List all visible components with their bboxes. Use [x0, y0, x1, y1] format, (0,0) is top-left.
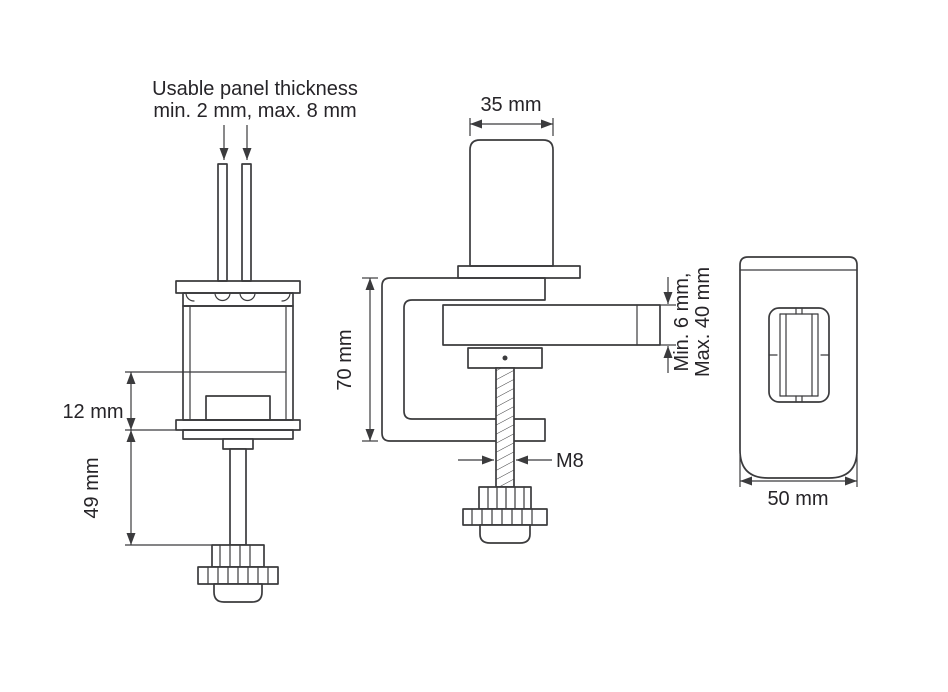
- front-view: Usable panel thickness min. 2 mm, max. 8…: [62, 78, 358, 603]
- dim-m8: M8: [458, 450, 584, 472]
- panel-jaws: [217, 163, 252, 282]
- side-view: 35 mm 70 mm: [334, 94, 714, 544]
- rear-body-outline: [739, 256, 858, 479]
- panel-thickness-label-line1: Usable panel thickness: [152, 78, 358, 100]
- upper-block: [469, 139, 554, 267]
- collar-center-dot: [502, 355, 508, 361]
- threaded-rod-front: [229, 448, 247, 546]
- dim-12mm-label: 12 mm: [62, 401, 123, 423]
- rear-view: 50 mm: [739, 256, 858, 510]
- clamped-panel: [442, 304, 661, 346]
- top-flange-plate: [457, 265, 581, 279]
- dim-grip-range: Min. 6 mm, Max. 40 mm: [660, 267, 714, 377]
- dim-35mm-label: 35 mm: [480, 94, 541, 116]
- clamp-head-front: [175, 280, 301, 307]
- dim-grip-label-line1: Min. 6 mm,: [671, 273, 693, 372]
- dim-35mm: 35 mm: [469, 94, 554, 136]
- clamp-body-front: [175, 305, 301, 440]
- screw-assembly-side: [467, 347, 543, 488]
- dim-70mm: 70 mm: [334, 277, 378, 442]
- knob-front: [197, 544, 279, 603]
- clamp-screw-front: [197, 438, 279, 603]
- dim-m8-label: M8: [556, 450, 584, 472]
- c-bracket: [381, 277, 546, 442]
- dim-grip-label-line2: Max. 40 mm: [692, 267, 714, 377]
- dim-70mm-label: 70 mm: [334, 329, 356, 390]
- dim-49mm: 49 mm: [81, 430, 212, 546]
- panel-thickness-label-line2: min. 2 mm, max. 8 mm: [153, 100, 356, 122]
- dim-50mm: 50 mm: [739, 455, 858, 510]
- threaded-rod-side: [495, 367, 515, 488]
- dim-50mm-label: 50 mm: [767, 488, 828, 510]
- panel-thickness-leader-arrows: [219, 125, 252, 160]
- rear-pad-detail: [768, 307, 830, 403]
- dim-49mm-label: 49 mm: [81, 457, 103, 518]
- dim-12mm: 12 mm: [62, 371, 190, 431]
- clamp-pad: [205, 395, 271, 421]
- knob-side: [462, 486, 548, 544]
